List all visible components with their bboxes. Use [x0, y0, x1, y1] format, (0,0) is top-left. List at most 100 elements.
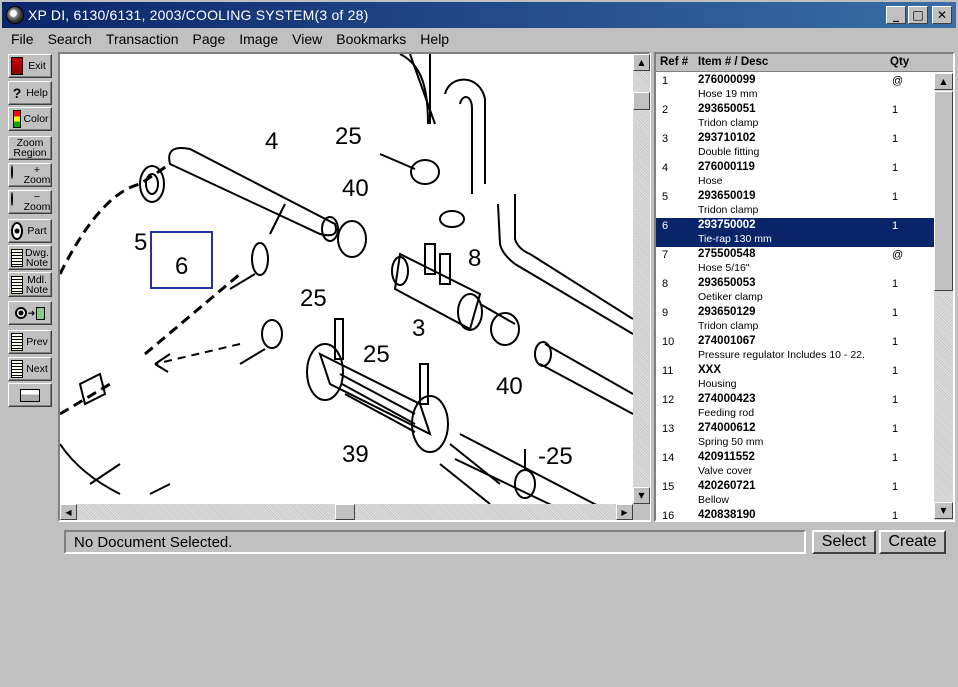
document-status-field: No Document Selected.: [64, 530, 806, 554]
exit-label: Exit: [28, 60, 46, 72]
part-number: 420260721: [698, 480, 756, 492]
mdl-note-line2: Note: [25, 283, 49, 296]
part-qty: 1: [892, 191, 899, 203]
part-ref: 2: [662, 104, 669, 116]
header-item-desc[interactable]: Item # / Desc: [698, 56, 769, 68]
help-button[interactable]: ? Help: [8, 81, 52, 105]
scroll-right-button[interactable]: ▶: [616, 504, 633, 520]
print-button[interactable]: [8, 383, 52, 407]
part-ref: 5: [662, 191, 669, 203]
parts-scroll-up-button[interactable]: ▲: [934, 73, 953, 90]
part-qty: 1: [892, 452, 899, 464]
part-to-list-button[interactable]: ➜: [8, 301, 52, 325]
app-disc-icon[interactable]: [6, 6, 24, 24]
printer-icon: [20, 388, 40, 402]
part-ref: 4: [662, 162, 669, 174]
callout-40-top[interactable]: 40: [342, 175, 369, 202]
callout-40-lower[interactable]: 40: [496, 373, 523, 400]
parts-scroll-thumb[interactable]: [934, 91, 953, 291]
part-desc: Tie-rap 130 mm: [698, 233, 772, 245]
mdl-note-line1: Mdl.: [27, 273, 47, 286]
part-ref: 12: [662, 394, 675, 406]
part-button[interactable]: Part: [8, 219, 52, 243]
zoom-out-text: Zoom: [23, 201, 51, 213]
prev-button[interactable]: Prev: [8, 330, 52, 354]
menu-file[interactable]: File: [11, 31, 34, 47]
menu-search[interactable]: Search: [47, 31, 92, 47]
callout-25-right[interactable]: -25: [538, 443, 573, 470]
exit-button[interactable]: Exit: [8, 54, 52, 78]
menu-page[interactable]: Page: [192, 31, 226, 47]
traffic-light-icon: [13, 110, 21, 128]
menu-transaction[interactable]: Transaction: [105, 31, 179, 47]
part-qty: 1: [892, 365, 899, 377]
callout-25-mid[interactable]: 25: [300, 285, 327, 312]
parts-vertical-scrollbar[interactable]: ▲ ▼: [934, 73, 953, 520]
part-number: 275500548: [698, 248, 756, 260]
menu-help[interactable]: Help: [420, 31, 450, 47]
part-ref: 13: [662, 423, 675, 435]
scroll-up-button[interactable]: ▲: [633, 54, 650, 71]
part-number: 293650019: [698, 190, 756, 202]
callout-25-top[interactable]: 25: [335, 123, 362, 150]
create-button[interactable]: Create: [879, 530, 946, 554]
callout-25-lower[interactable]: 25: [363, 341, 390, 368]
target-icon: [11, 222, 23, 240]
minimize-button[interactable]: _: [886, 6, 906, 24]
vertical-scroll-thumb[interactable]: [633, 92, 650, 110]
zoom-out-label: − Zoom: [23, 191, 51, 213]
part-qty: 1: [892, 510, 899, 520]
diagram-horizontal-scrollbar[interactable]: ◀ ▶: [60, 504, 633, 520]
callout-3[interactable]: 3: [412, 315, 425, 342]
zoom-in-button[interactable]: + Zoom: [8, 163, 52, 187]
menu-view[interactable]: View: [292, 31, 323, 47]
part-qty: 1: [892, 133, 899, 145]
part-ref: 11: [662, 365, 674, 377]
select-button[interactable]: Select: [812, 530, 876, 554]
zoom-out-sign: −: [33, 191, 41, 203]
callout-39[interactable]: 39: [342, 441, 369, 468]
color-label: Color: [23, 113, 49, 125]
scroll-corner: [633, 504, 650, 520]
header-ref[interactable]: Ref #: [660, 56, 689, 68]
color-button[interactable]: Color: [8, 107, 52, 131]
diagram-vertical-scrollbar[interactable]: ▲ ▼: [633, 54, 650, 504]
callout-4[interactable]: 4: [265, 128, 278, 155]
callout-5[interactable]: 5: [134, 229, 147, 256]
callout-6[interactable]: 6: [175, 253, 188, 280]
menu-image[interactable]: Image: [239, 31, 279, 47]
menu-bookmarks[interactable]: Bookmarks: [336, 31, 407, 47]
callout-8[interactable]: 8: [468, 245, 481, 272]
maximize-button[interactable]: □: [908, 6, 928, 24]
scroll-left-button[interactable]: ◀: [60, 504, 77, 520]
horizontal-scroll-thumb[interactable]: [335, 504, 355, 520]
next-button[interactable]: Next: [8, 357, 52, 381]
mdl-note-button[interactable]: Mdl. Note: [8, 272, 52, 297]
zoom-out-button[interactable]: − Zoom: [8, 190, 52, 214]
scroll-down-button[interactable]: ▼: [633, 487, 650, 504]
parts-scroll-down-button[interactable]: ▼: [934, 502, 953, 519]
zoom-region-line1: Zoom: [16, 137, 44, 149]
header-qty[interactable]: Qty: [890, 56, 910, 68]
zoom-region-button[interactable]: Zoom Region: [8, 136, 52, 160]
close-button[interactable]: ✕: [932, 6, 952, 24]
dwg-note-button[interactable]: Dwg. Note: [8, 245, 52, 270]
diagram-canvas[interactable]: 4 25 40 5 6 8 25 3 25 40 39 -25: [60, 54, 633, 504]
